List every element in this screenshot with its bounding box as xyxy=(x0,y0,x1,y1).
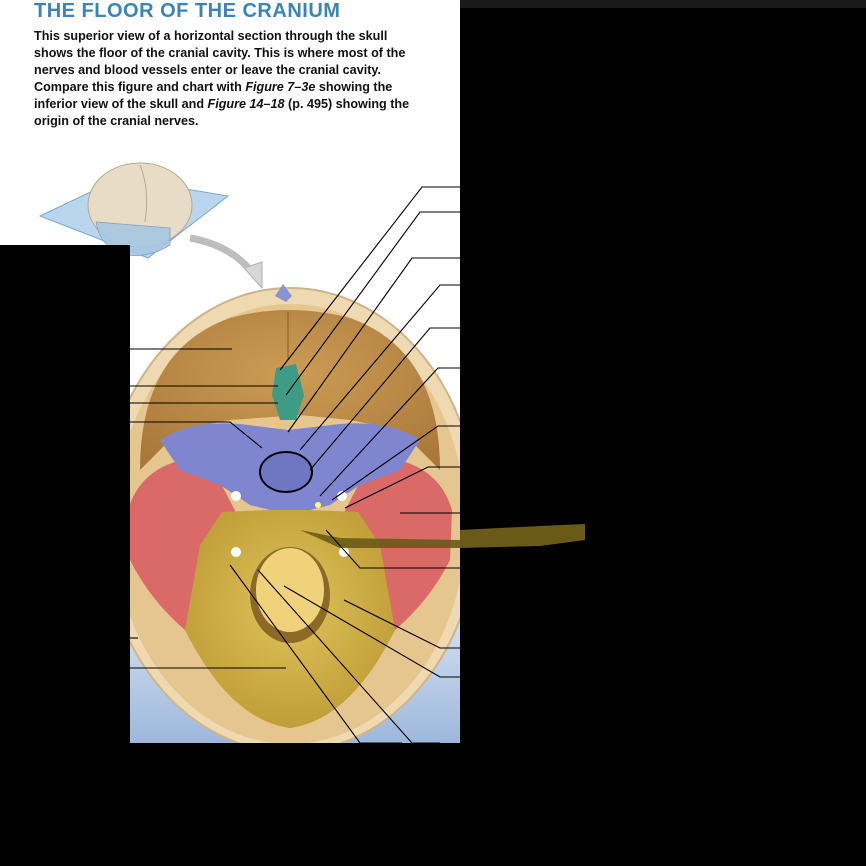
sella-turcica xyxy=(259,451,313,493)
arrow-head xyxy=(243,261,263,290)
description-text-1: This superior view of a horizontal secti… xyxy=(34,29,406,94)
crista-galli xyxy=(275,284,292,302)
leader-lines-left xyxy=(130,348,286,669)
answer-cover-bottom xyxy=(130,743,460,866)
answer-cover-right xyxy=(460,8,866,866)
top-window-bar xyxy=(460,0,866,8)
page-title: THE FLOOR OF THE CRANIUM xyxy=(34,0,341,22)
skull-section-icon xyxy=(38,162,230,259)
description-text-2: showing the inferior view of the skull a… xyxy=(34,80,393,111)
figure-description: This superior view of a horizontal secti… xyxy=(34,28,414,130)
answer-cover-left xyxy=(0,245,130,866)
skull-floor xyxy=(101,284,479,753)
description-text-3: (p. 495) showing the origin of the crani… xyxy=(34,97,410,128)
figure-reference-2: Figure 14–18 xyxy=(207,97,285,111)
temporal-bone-left xyxy=(128,460,240,630)
figure-reference-1: Figure 7–3e xyxy=(245,80,316,94)
